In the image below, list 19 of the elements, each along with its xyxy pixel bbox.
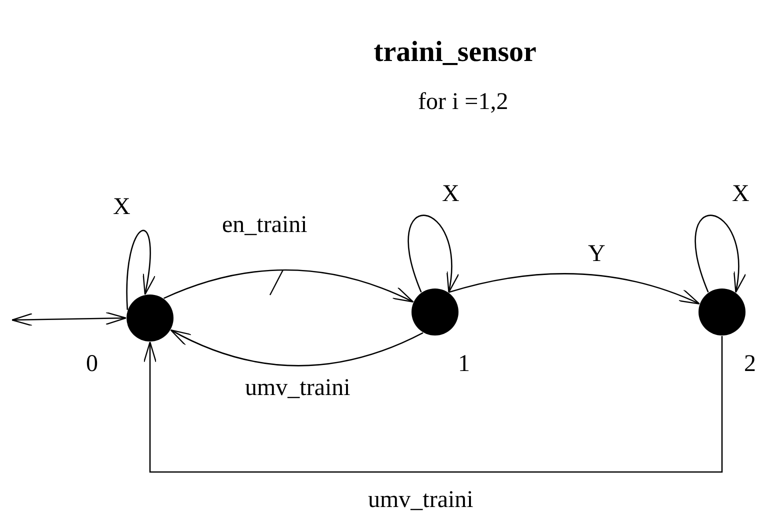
state-number: 1 xyxy=(458,352,470,376)
transition-arrow xyxy=(170,329,424,366)
transition-arrow xyxy=(448,273,700,304)
transition-arrow xyxy=(11,312,127,326)
diagram-title: traini_sensor xyxy=(374,38,536,67)
transition-arrow xyxy=(143,336,723,473)
edge-label: umv_traini xyxy=(366,488,476,512)
transition-arrow xyxy=(164,269,414,302)
edge-label: umv_traini xyxy=(243,376,352,400)
self-loop-arrow xyxy=(408,214,458,293)
edge-label: en_traini xyxy=(220,213,310,237)
state-circle xyxy=(126,294,174,342)
state-circle xyxy=(411,288,459,336)
self-loop-arrow xyxy=(126,230,155,310)
state-number: 0 xyxy=(86,352,98,376)
state-circle xyxy=(698,288,746,336)
state-number: 2 xyxy=(744,352,756,376)
self-loop-arrow xyxy=(695,214,745,293)
subtitle: for i =1,2 xyxy=(418,90,508,114)
